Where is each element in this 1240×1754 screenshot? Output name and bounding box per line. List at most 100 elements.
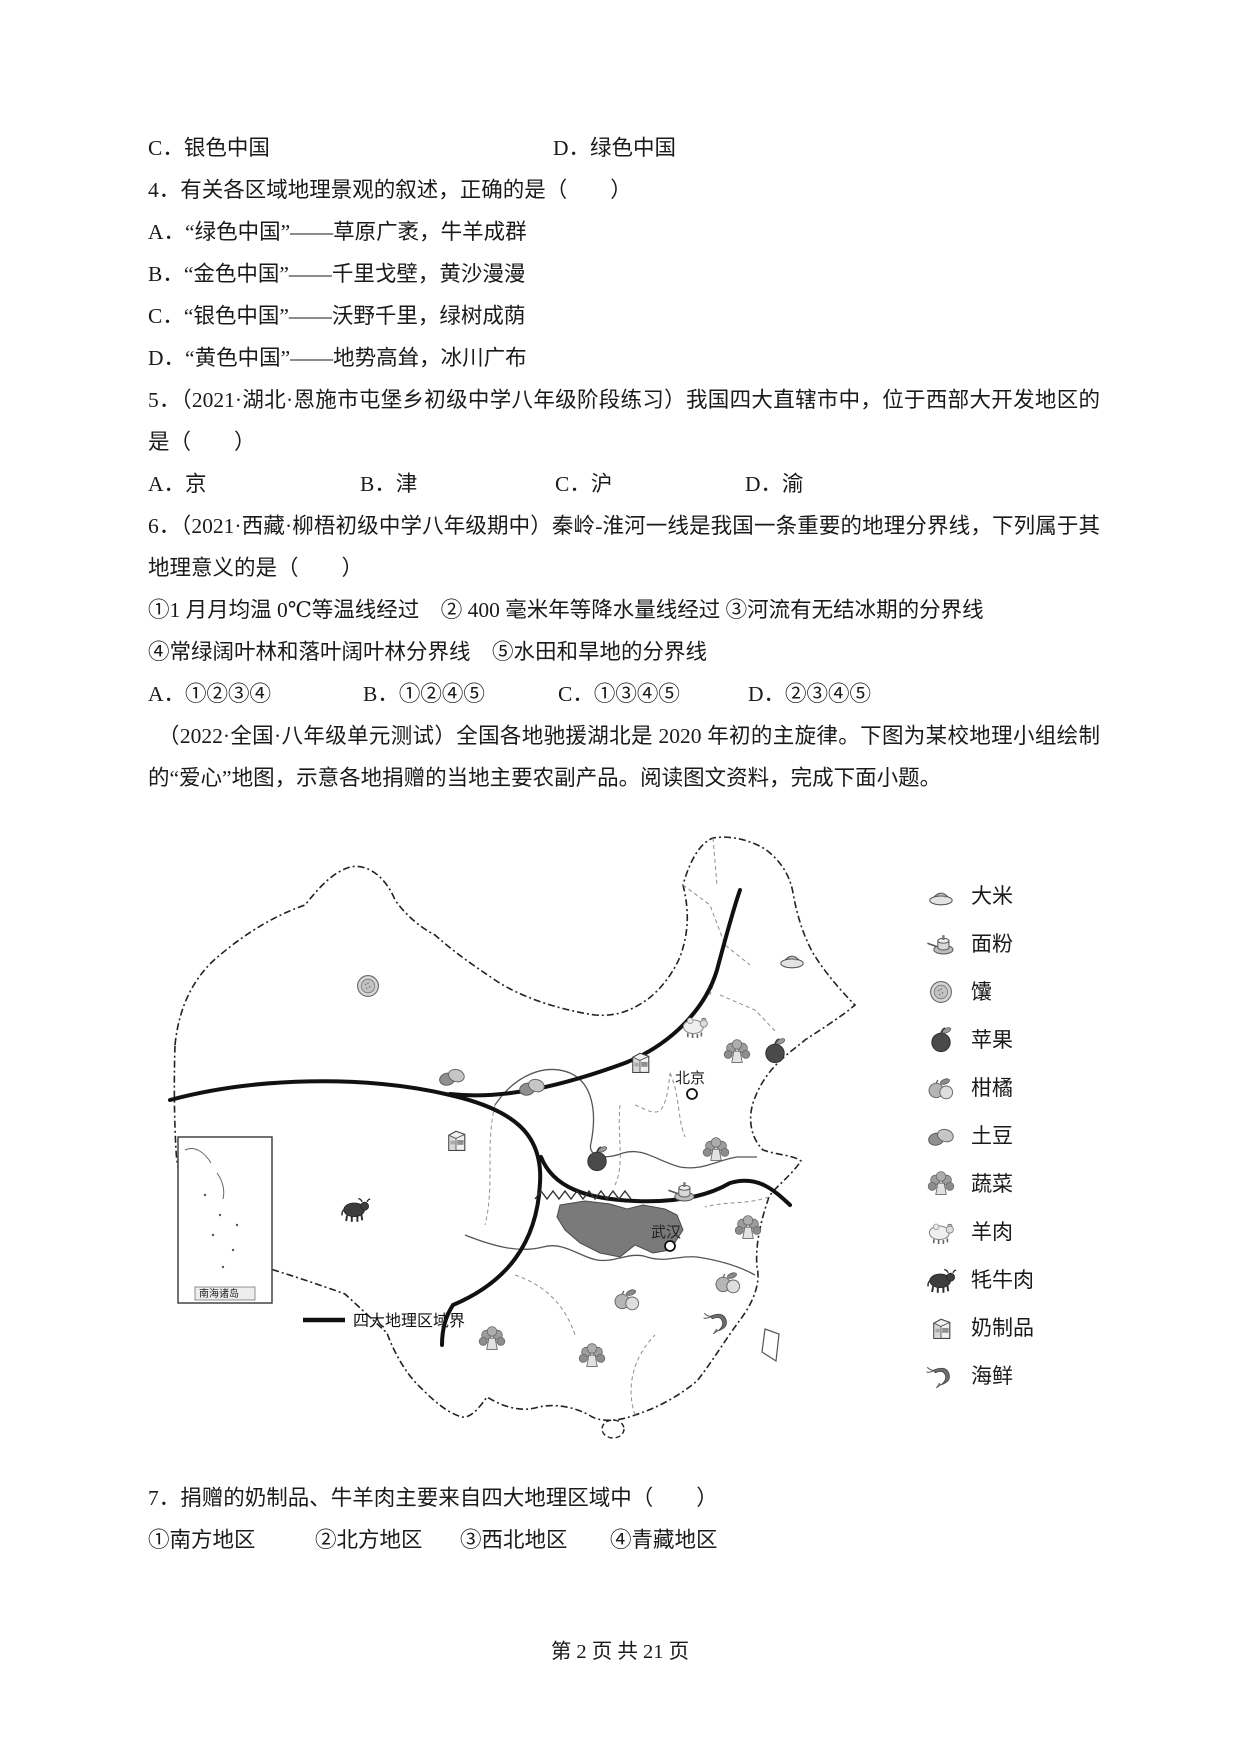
option-a: A．①②③④ [148,682,272,706]
map-icon-veg [723,1039,751,1063]
question3-options-row: C．银色中国 D．绿色中国 [148,127,1100,169]
map-icon-milk [632,1052,650,1073]
qinghai-tibet-boundary [168,1079,543,1347]
question6-statements-2: ④常绿阔叶林和落叶阔叶林分界线 ⑤水田和旱地的分界线 [148,640,708,664]
legend-label: 奶制品 [971,1316,1034,1340]
legend-item-naan: 馕 [923,968,1098,1016]
legend-label: 馕 [971,980,992,1004]
legend-item-rice: 大米 [923,872,1098,920]
wuhan-dot [664,1240,676,1252]
naan-icon [923,975,959,1009]
legend-item-apple: 苹果 [923,1016,1098,1064]
option-c: C．沪 [555,472,613,496]
map-icon-naan [357,975,379,997]
question5-options-row: A．京 B．津 C．沪 D．渝 [148,463,1100,505]
option-b: B．津 [360,472,418,496]
question6-options-row: A．①②③④ B．①②④⑤ C．①③④⑤ D．②③④⑤ [148,673,1100,715]
flour-icon [923,927,959,961]
wuhan-marker: 武汉 [651,1224,681,1252]
option-c: C．银色中国 [148,136,270,160]
qinling-mountains [534,1189,632,1201]
option-2: ②北方地区 [315,1528,423,1552]
map-boundary-legend: 四大地理区域界 [303,1312,465,1330]
rice-icon [923,879,959,913]
beijing-marker: 北京 [675,1070,705,1100]
legend-label: 蔬菜 [971,1172,1013,1196]
question4-option-b: B．“金色中国”——千里戈壁，黄沙漫漫 [148,262,526,286]
map-icon-rice [780,955,804,969]
question4-stem: 4．有关各区域地理景观的叙述，正确的是（ ） [148,178,632,202]
map-icon-citrus [715,1271,741,1294]
china-map: 北京 武汉 南海诸岛 [168,836,857,1439]
content-column: C．银色中国 D．绿色中国 4．有关各区域地理景观的叙述，正确的是（ ） A．“绿… [148,127,1100,1561]
question4-option-c: C．“银色中国”——沃野千里，绿树成荫 [148,304,526,328]
sheep-icon [923,1215,959,1249]
veg-icon [923,1167,959,1201]
map-icon-potato [438,1066,467,1088]
legend-label: 面粉 [971,932,1013,956]
map-icon-milk [448,1130,466,1151]
hainan-island [601,1419,625,1439]
nanhai-label: 南海诸岛 [199,1287,239,1300]
question5-stem: 5．（2021·湖北·恩施市屯堡乡初级中学八年级阶段练习）我国四大直辖市中，位于… [148,388,1100,454]
question6-stem: 6．（2021·西藏·柳梧初级中学八年级期中）秦岭-淮河一线是我国一条重要的地理… [148,514,1100,580]
option-b: B．①②④⑤ [363,682,485,706]
map-icon-potato [518,1076,547,1098]
milk-icon [923,1311,959,1345]
question7-stem: 7．捐赠的奶制品、牛羊肉主要来自四大地理区域中（ ） [148,1486,718,1510]
legend-item-shrimp: 海鲜 [923,1352,1098,1400]
province-borders [484,837,778,1416]
option-c: C．①③④⑤ [558,682,680,706]
legend-item-milk: 奶制品 [923,1304,1098,1352]
potato-icon [923,1119,959,1153]
legend-item-veg: 蔬菜 [923,1160,1098,1208]
map-intro-paragraph: （2022·全国·八年级单元测试）全国各地驰援湖北是 2020 年初的主旋律。下… [148,724,1100,790]
map-legend: 大米面粉馕苹果柑橘土豆蔬菜羊肉牦牛肉奶制品海鲜 [923,872,1098,1400]
map-icon-veg [578,1343,606,1367]
legend-label: 苹果 [971,1028,1013,1052]
option-1: ①南方地区 [148,1528,256,1552]
option-d: D．绿色中国 [553,136,677,160]
legend-label: 柑橘 [971,1076,1013,1100]
map-icon-apple [764,1036,787,1064]
taiwan-island [761,1328,780,1363]
question4-option-d: D．“黄色中国”——地势高耸，冰川广布 [148,346,527,370]
map-icon-veg [734,1215,762,1239]
shrimp-icon [923,1359,959,1393]
legend-item-potato: 土豆 [923,1112,1098,1160]
wuhan-label: 武汉 [651,1224,681,1241]
map-icon-veg [702,1137,730,1161]
legend-item-sheep: 羊肉 [923,1208,1098,1256]
map-product-icons [341,955,804,1367]
apple-icon [923,1023,959,1057]
option-d: D．②③④⑤ [748,682,872,706]
legend-item-yak: 牦牛肉 [923,1256,1098,1304]
question4-option-a: A．“绿色中国”——草原广袤，牛羊成群 [148,220,527,244]
legend-item-citrus: 柑橘 [923,1064,1098,1112]
yangtze-river [464,1234,756,1276]
option-d: D．渝 [745,472,804,496]
map-icon-citrus [614,1288,640,1311]
option-3: ③西北地区 [460,1528,568,1552]
qinling-huaihe-boundary [539,1155,792,1207]
china-national-boundary [173,836,857,1422]
boundary-legend-label: 四大地理区域界 [353,1312,465,1330]
legend-label: 牦牛肉 [971,1268,1034,1292]
beijing-dot [686,1088,698,1100]
citrus-icon [923,1071,959,1105]
china-donation-map-figure: 北京 武汉 南海诸岛 [148,799,1100,1477]
map-icon-veg [478,1326,506,1350]
legend-label: 大米 [971,884,1013,908]
map-icon-sheep [682,1017,709,1039]
beijing-label: 北京 [675,1070,705,1087]
north-northwest-boundary [448,888,742,1098]
question6-statements-1: ①1 月月均温 0℃等温线经过 ② 400 毫米年等降水量线经过 ③河流有无结冰… [148,598,984,622]
page-number: 第 2 页 共 21 页 [550,1641,690,1663]
legend-label: 羊肉 [971,1220,1013,1244]
legend-item-flour: 面粉 [923,920,1098,968]
option-a: A．京 [148,472,207,496]
legend-label: 土豆 [971,1124,1013,1148]
south-china-sea-inset: 南海诸岛 [177,1136,273,1304]
